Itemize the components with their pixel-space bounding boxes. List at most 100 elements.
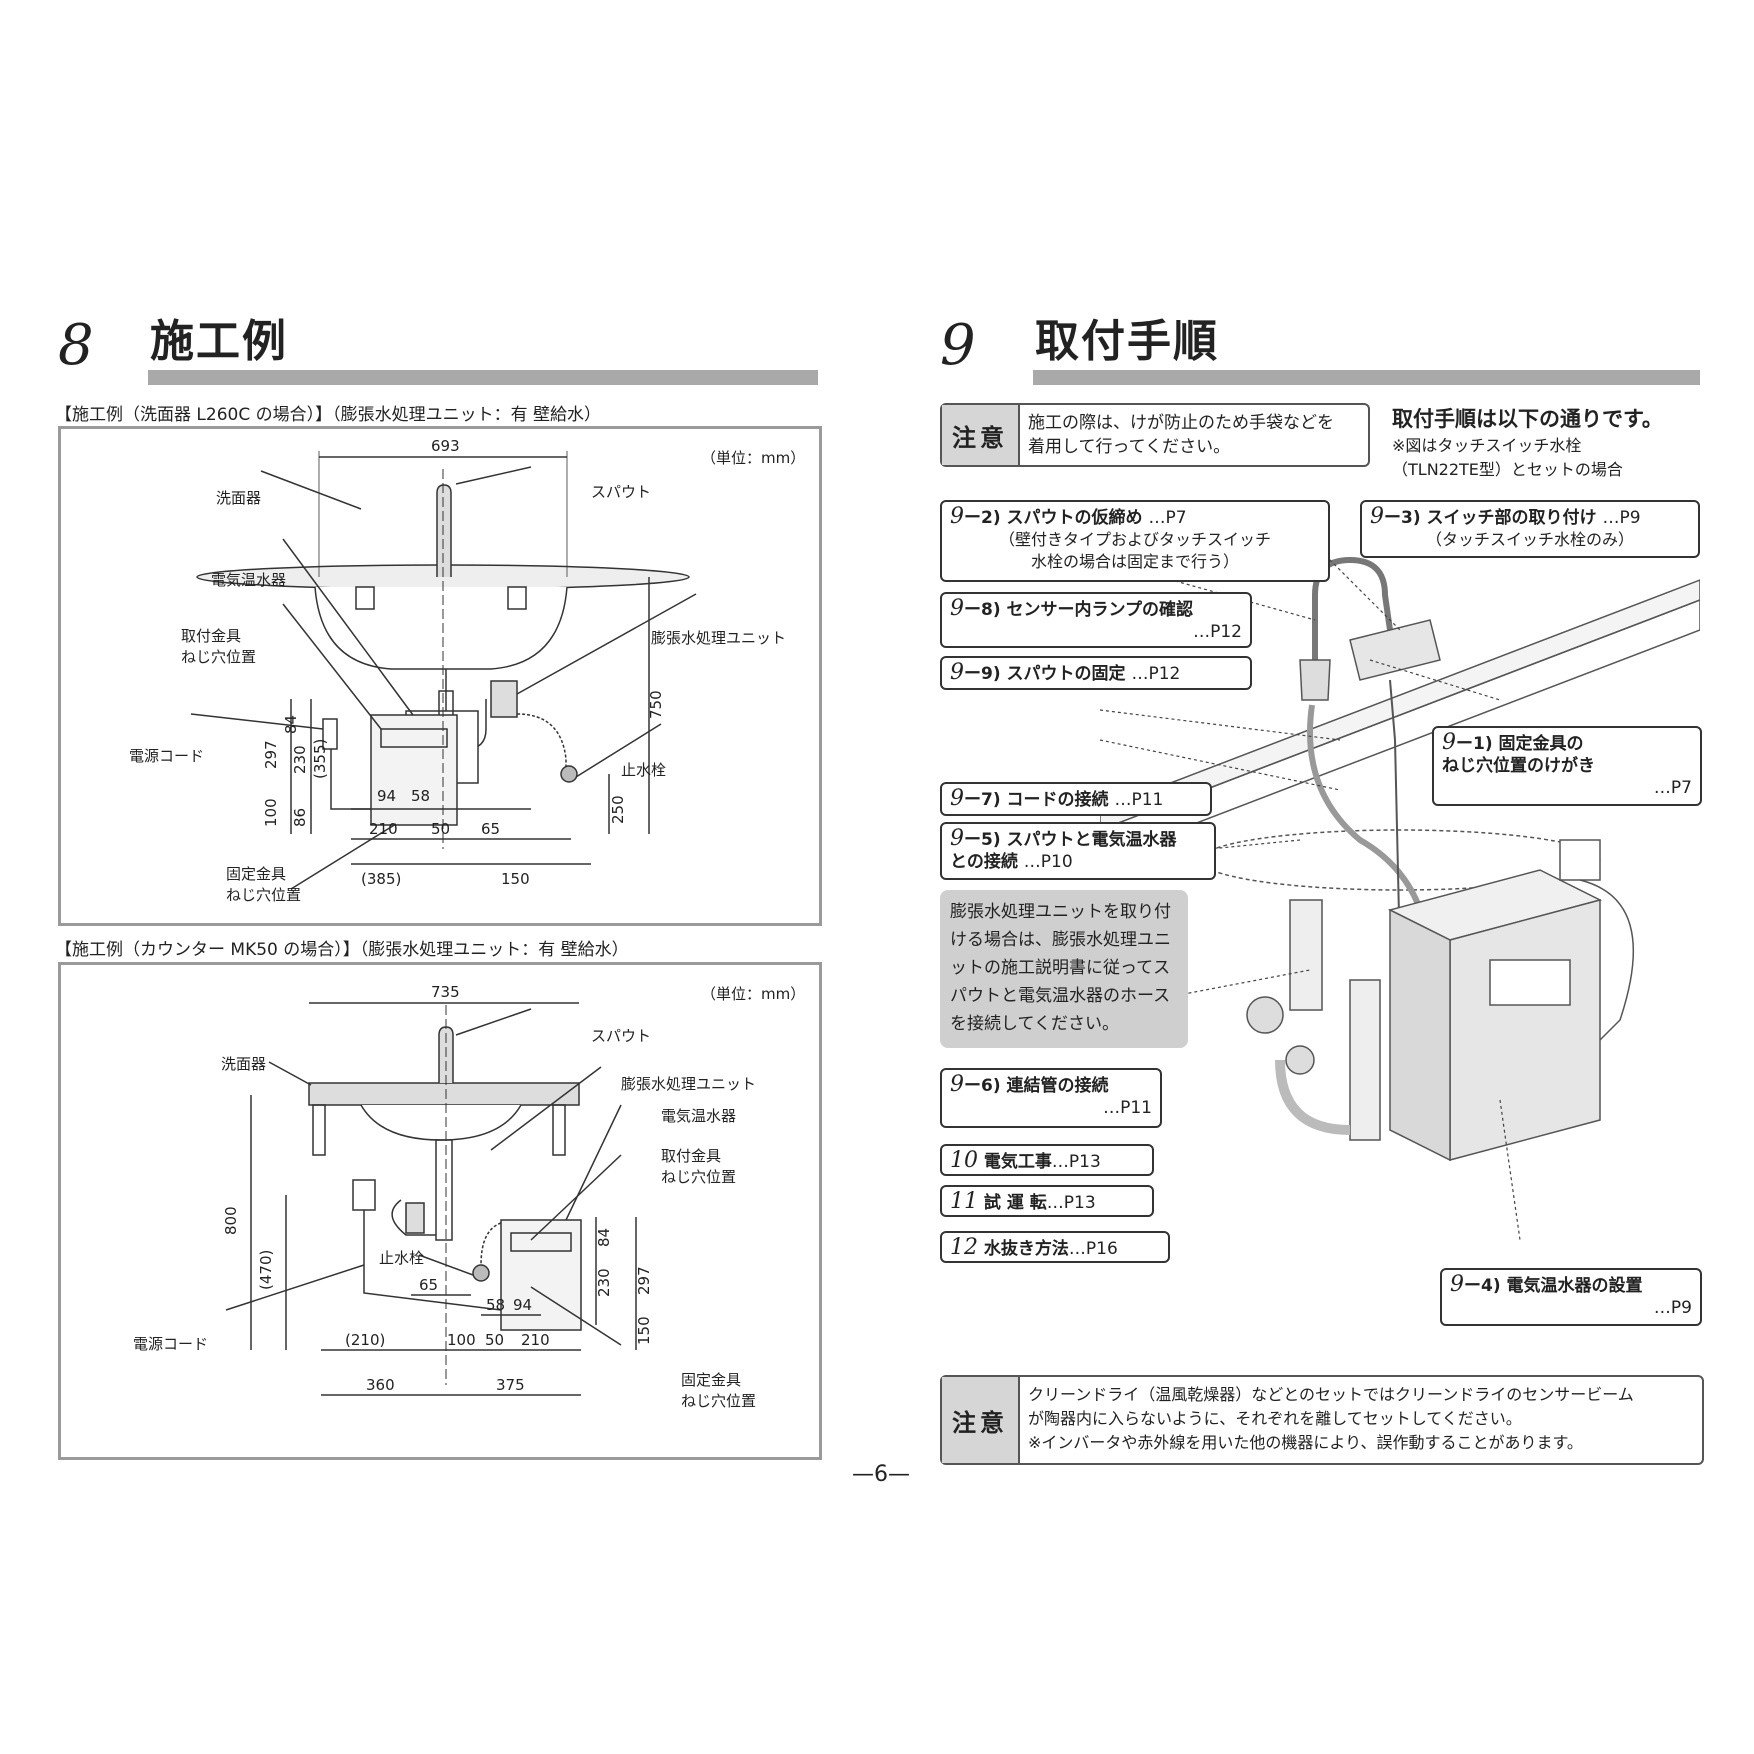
step-9-1-num: 9 <box>1442 730 1456 755</box>
step-10-num: 10 <box>950 1148 978 1173</box>
section-divider-9 <box>1033 370 1700 385</box>
step-9-7-page: …P11 <box>1114 790 1164 810</box>
step-11-page: …P13 <box>1046 1193 1096 1213</box>
step-9-3-num: 9 <box>1370 504 1384 529</box>
step-9-3-sub: ー3) <box>1384 508 1421 528</box>
dim-735: 735 <box>431 983 460 1001</box>
step-9-2-num: 9 <box>950 504 964 529</box>
dim-297: 297 <box>262 740 280 769</box>
step-9-9-title: スパウトの固定 <box>1006 664 1126 684</box>
caution-top: 注意 施工の際は、けが防止のため手袋などを 着用して行ってください。 <box>940 403 1370 467</box>
dim-50b: 50 <box>485 1331 504 1349</box>
step-9-3-title: スイッチ部の取り付け <box>1426 508 1597 528</box>
dim-86: 86 <box>291 808 309 827</box>
expansion-unit-note: 膨張水処理ユニットを取り付ける場合は、膨張水処理ユニットの施工説明書に従ってスパ… <box>940 890 1188 1048</box>
step-11-num: 11 <box>950 1189 978 1214</box>
page-number: —6— <box>852 1462 910 1487</box>
dim-58b: 58 <box>486 1296 505 1314</box>
step-9-6-num: 9 <box>950 1072 964 1097</box>
step-9-2-note: （壁付きタイプおよびタッチスイッチ 水栓の場合は固定まで行う） <box>998 530 1271 571</box>
label2-spout: スパウト <box>591 1027 652 1045</box>
step-9-2-title: スパウトの仮締め <box>1006 508 1143 528</box>
caution-bottom-tag: 注意 <box>942 1377 1020 1463</box>
dim-150b: 150 <box>635 1316 653 1345</box>
dim-750: 750 <box>647 690 665 719</box>
step-9-8: 9ー8) センサー内ランプの確認 …P12 <box>940 592 1252 648</box>
step-9-6-sub: ー6) <box>964 1076 1001 1096</box>
example2-frame: （単位：mm） <box>58 962 822 1460</box>
dim-210b: 210 <box>521 1331 550 1349</box>
step-10-page: …P13 <box>1051 1152 1101 1172</box>
step-9-9-num: 9 <box>950 660 964 685</box>
label2-cord: 電源コード <box>133 1335 209 1353</box>
example2-caption: 【施工例（カウンター MK50 の場合）】（膨張水処理ユニット：有 壁給水） <box>55 940 629 960</box>
dim-210: 210 <box>369 820 398 838</box>
label-cord: 電源コード <box>129 747 205 765</box>
caution-tag: 注意 <box>942 405 1020 465</box>
label2-heater: 電気温水器 <box>661 1107 737 1125</box>
step-9-2-sub: ー2) <box>964 508 1001 528</box>
step-9-8-sub: ー8) <box>964 600 1001 620</box>
step-9-7-sub: ー7) <box>964 790 1001 810</box>
label2-stopcock: 止水栓 <box>379 1249 425 1267</box>
dim-385: (385) <box>361 870 401 888</box>
caution-text: 施工の際は、けが防止のため手袋などを 着用して行ってください。 <box>1028 413 1334 457</box>
section-number-8: 8 <box>58 313 94 378</box>
step-10: 10 電気工事…P13 <box>940 1144 1154 1176</box>
step-10-title: 電気工事 <box>983 1152 1052 1172</box>
dim-230: 230 <box>291 745 309 774</box>
dim-355: (355) <box>311 739 329 779</box>
step-9-4-title: 電気温水器の設置 <box>1506 1276 1643 1296</box>
label-fixing: 固定金具 ねじ穴位置 <box>226 865 302 904</box>
installation-illustration <box>1100 540 1700 1240</box>
step-9-5-page: …P10 <box>1023 852 1073 872</box>
dim-100b: 100 <box>447 1331 476 1349</box>
dim-84: 84 <box>282 715 300 734</box>
dim-375: 375 <box>496 1376 525 1394</box>
section-number-9: 9 <box>940 313 976 378</box>
step-9-7-title: コードの接続 <box>1006 790 1109 810</box>
label-expansion: 膨張水処理ユニット <box>651 629 787 647</box>
step-11-title: 試 運 転 <box>983 1193 1047 1213</box>
step-12-num: 12 <box>950 1235 978 1260</box>
dim-100: 100 <box>262 798 280 827</box>
step-9-1: 9ー1) 固定金具の ねじ穴位置のけがき …P7 <box>1432 726 1702 806</box>
dim-210a: (210) <box>345 1331 385 1349</box>
step-9-6: 9ー6) 連結管の接続 …P11 <box>940 1068 1162 1128</box>
label-heater: 電気温水器 <box>211 571 287 589</box>
step-9-3-note: （タッチスイッチ水栓のみ） <box>1425 530 1634 549</box>
dim-230b: 230 <box>595 1268 613 1297</box>
step-9-1-title: 固定金具の ねじ穴位置のけがき <box>1442 734 1595 776</box>
dim-65b: 65 <box>419 1276 438 1294</box>
step-9-5-sub: ー5) <box>964 830 1001 850</box>
step-9-8-num: 9 <box>950 596 964 621</box>
label2-expansion: 膨張水処理ユニット <box>621 1075 757 1093</box>
step-9-4-page: …P9 <box>1653 1298 1692 1318</box>
step-9-3-page: …P9 <box>1602 508 1641 528</box>
step-9-2: 9ー2) スパウトの仮締め …P7 （壁付きタイプおよびタッチスイッチ 水栓の場… <box>940 500 1330 582</box>
step-9-8-page: …P12 <box>1193 622 1242 642</box>
step-12-title: 水抜き方法 <box>983 1239 1069 1259</box>
step-9-5: 9ー5) スパウトと電気温水器 との接続 …P10 <box>940 822 1216 880</box>
step-9-5-title: スパウトと電気温水器 との接続 <box>950 830 1177 872</box>
step-12-page: …P16 <box>1068 1239 1118 1259</box>
example1-drawing: 693 84 297 230 (355) 100 86 94 58 750 25… <box>190 437 697 890</box>
step-9-7-num: 9 <box>950 786 964 811</box>
step-9-4: 9ー4) 電気温水器の設置 …P9 <box>1440 1268 1702 1326</box>
section-title-9: 取付手順 <box>1035 316 1219 367</box>
intro-note: ※図はタッチスイッチ水栓 （TLN22TE型）とセットの場合 <box>1392 436 1623 479</box>
step-9-8-title: センサー内ランプの確認 <box>1006 600 1194 620</box>
dim-94b: 94 <box>513 1296 532 1314</box>
step-11: 11 試 運 転…P13 <box>940 1185 1154 1217</box>
example1-caption: 【施工例（洗面器 L260C の場合）】（膨張水処理ユニット：有 壁給水） <box>55 405 601 425</box>
caution-bottom: 注意 クリーンドライ（温風乾燥器）などとのセットではクリーンドライのセンサービー… <box>940 1375 1704 1465</box>
step-9-5-num: 9 <box>950 826 964 851</box>
dim-65: 65 <box>481 820 500 838</box>
step-9-9: 9ー9) スパウトの固定 …P12 <box>940 656 1252 690</box>
label-spout: スパウト <box>591 483 652 501</box>
label2-basin: 洗面器 <box>221 1055 267 1073</box>
step-9-6-title: 連結管の接続 <box>1006 1076 1109 1096</box>
step-9-6-page: …P11 <box>1103 1098 1152 1118</box>
step-9-1-sub: ー1) <box>1456 734 1493 754</box>
intro-text: 取付手順は以下の通りです。 <box>1392 407 1663 431</box>
